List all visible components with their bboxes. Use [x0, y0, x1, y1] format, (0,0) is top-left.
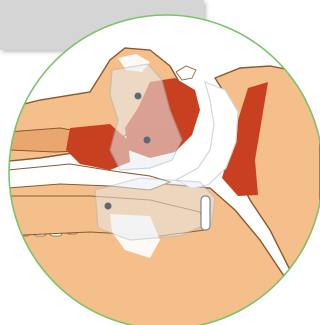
vertical-pin: [201, 196, 210, 230]
screw-middle: [144, 137, 151, 144]
screw-lower: [105, 203, 112, 210]
screw-upper: [135, 93, 142, 100]
